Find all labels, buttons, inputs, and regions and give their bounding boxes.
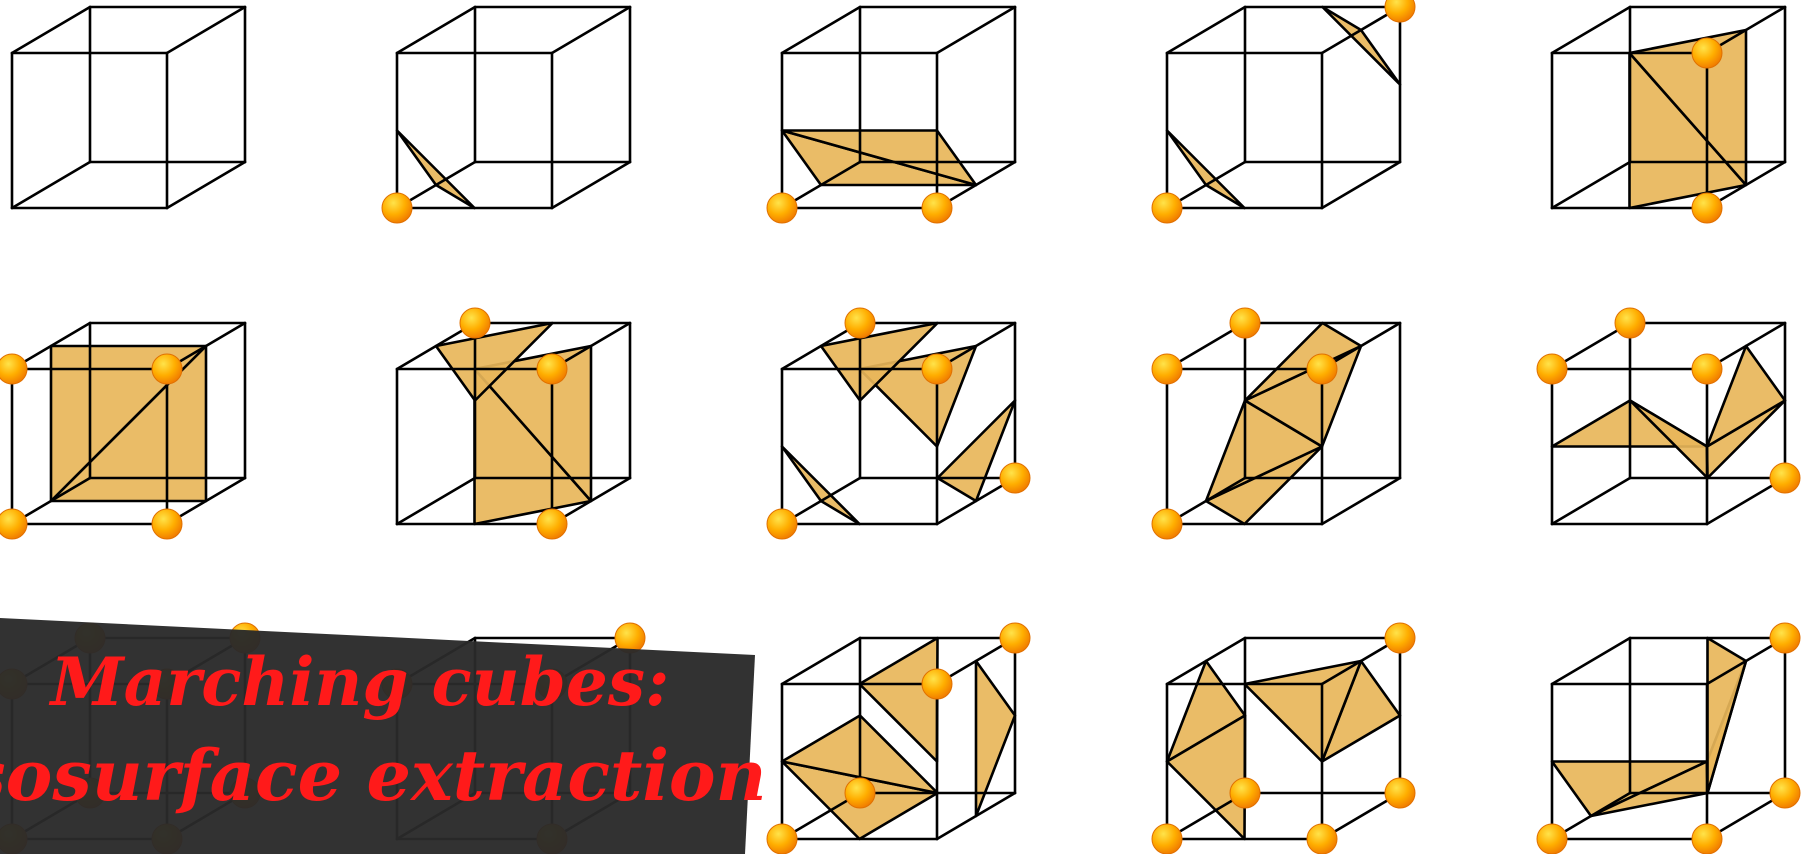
banner-title-line-1: Marching cubes: — [49, 643, 670, 721]
active-vertex-marker — [1230, 308, 1260, 338]
cube-edge — [552, 162, 630, 208]
cube-edge — [1322, 162, 1400, 208]
active-vertex-marker — [1152, 824, 1182, 854]
cube-edge — [1552, 162, 1630, 208]
cube-case-6 — [397, 308, 630, 539]
active-vertex-marker — [382, 193, 412, 223]
active-vertex-marker — [1537, 354, 1567, 384]
active-vertex-marker — [1692, 824, 1722, 854]
active-vertex-marker — [922, 669, 952, 699]
active-vertex-marker — [1615, 308, 1645, 338]
cube-case-8 — [1152, 308, 1400, 539]
cube-edge — [782, 7, 860, 53]
cube-edge — [1552, 478, 1630, 524]
cube-edge — [167, 162, 245, 208]
active-vertex-marker — [537, 509, 567, 539]
cube-edge — [1552, 7, 1630, 53]
active-vertex-marker — [1152, 354, 1182, 384]
active-vertex-marker — [1770, 623, 1800, 653]
active-vertex-marker — [767, 193, 797, 223]
active-vertex-marker — [1537, 824, 1567, 854]
cube-case-14 — [1537, 623, 1800, 854]
active-vertex-marker — [767, 509, 797, 539]
cube-edge — [1167, 7, 1245, 53]
cube-edge — [1552, 638, 1630, 684]
active-vertex-marker — [922, 193, 952, 223]
active-vertex-marker — [1307, 354, 1337, 384]
active-vertex-marker — [1152, 509, 1182, 539]
svg-text:Marching cubes:: Marching cubes: — [49, 643, 670, 721]
active-vertex-marker — [1307, 824, 1337, 854]
cube-case-4 — [1552, 7, 1785, 223]
cube-case-5 — [0, 323, 245, 539]
cube-edge — [397, 7, 475, 53]
isosurface-triangle — [1708, 638, 1747, 793]
title-banner: Marching cubes: Isosurface extraction — [0, 618, 767, 854]
active-vertex-marker — [1692, 193, 1722, 223]
cube-case-9 — [1537, 308, 1800, 524]
active-vertex-marker — [767, 824, 797, 854]
banner-title-line-2: Isosurface extraction — [0, 734, 767, 817]
active-vertex-marker — [1385, 778, 1415, 808]
cube-edge — [937, 7, 1015, 53]
cube-edge — [1322, 478, 1400, 524]
active-vertex-marker — [845, 308, 875, 338]
active-vertex-marker — [1692, 38, 1722, 68]
active-vertex-marker — [152, 509, 182, 539]
active-vertex-marker — [1770, 778, 1800, 808]
active-vertex-marker — [152, 354, 182, 384]
active-vertex-marker — [1000, 623, 1030, 653]
cube-case-7 — [767, 308, 1030, 539]
active-vertex-marker — [1152, 193, 1182, 223]
active-vertex-marker — [460, 308, 490, 338]
active-vertex-marker — [1000, 463, 1030, 493]
active-vertex-marker — [537, 354, 567, 384]
active-vertex-marker — [1230, 778, 1260, 808]
active-vertex-marker — [1385, 0, 1415, 22]
cube-case-0 — [12, 7, 245, 208]
active-vertex-marker — [1692, 354, 1722, 384]
cube-edge — [397, 478, 475, 524]
cube-case-3 — [1152, 0, 1415, 223]
cube-edge — [12, 162, 90, 208]
active-vertex-marker — [1770, 463, 1800, 493]
active-vertex-marker — [1385, 623, 1415, 653]
cube-case-1 — [382, 7, 630, 223]
cube-edge — [12, 7, 90, 53]
cube-case-13 — [1152, 623, 1415, 854]
svg-text:Isosurface extraction: Isosurface extraction — [0, 734, 767, 817]
active-vertex-marker — [845, 778, 875, 808]
cube-case-2 — [767, 7, 1015, 223]
cube-edge — [782, 638, 860, 684]
cube-edge — [552, 7, 630, 53]
cube-edge — [167, 7, 245, 53]
active-vertex-marker — [0, 509, 27, 539]
cube-case-12 — [767, 623, 1030, 854]
active-vertex-marker — [922, 354, 952, 384]
active-vertex-marker — [0, 354, 27, 384]
